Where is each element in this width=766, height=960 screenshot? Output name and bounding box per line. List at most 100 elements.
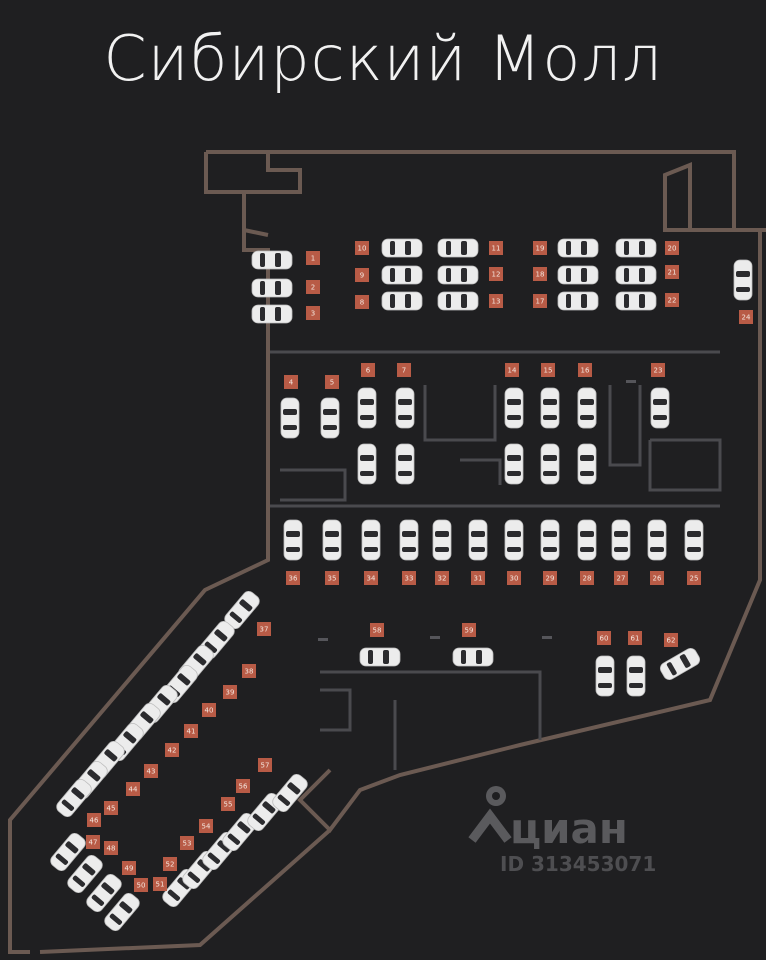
spot-number: 28 [583,575,592,583]
spot-number: 12 [492,271,501,279]
spot-number: 37 [260,626,269,634]
spot-label: 37 [257,622,271,636]
spot-label: 33 [402,571,416,585]
spot-number: 5 [330,379,334,387]
car-icon [283,519,303,561]
car-icon [557,291,599,311]
spot-number: 19 [536,245,545,253]
spot-number: 62 [667,637,676,645]
spot-label: 1 [306,251,320,265]
spot-label: 9 [355,268,369,282]
car-icon [251,250,293,270]
car-icon [437,291,479,311]
spot-label: 22 [665,293,679,307]
car-icon [67,854,103,894]
spot-number: 16 [581,367,590,375]
spot-number: 17 [536,298,545,306]
spot-number: 36 [289,575,298,583]
car-icon [595,655,615,697]
car-icon [615,238,657,258]
spot-label: 28 [580,571,594,585]
spot-number: 31 [474,575,483,583]
spot-number: 25 [690,575,699,583]
spot-label: 56 [236,779,250,793]
car-icon [395,387,415,429]
car-icon [647,519,667,561]
spot-label: 8 [355,295,369,309]
car-icon [361,519,381,561]
spot-number: 61 [631,635,640,643]
spot-label: 20 [665,241,679,255]
spot-label: 61 [628,631,642,645]
car-icon [381,265,423,285]
spot-number: 54 [202,823,211,831]
spot-label: 3 [306,306,320,320]
car-icon [452,647,494,667]
car-icon [224,590,260,630]
spot-number: 32 [438,575,447,583]
spot-label: 43 [144,764,158,778]
spot-number: 34 [367,575,376,583]
car-icon [557,238,599,258]
spot-label: 24 [739,310,753,324]
car-icon [272,773,308,813]
spot-label: 2 [306,280,320,294]
car-icon [540,519,560,561]
spot-label: 55 [221,797,235,811]
car-icon [280,397,300,439]
spot-number: 27 [617,575,626,583]
spot-number: 1 [311,255,315,263]
car-icon [359,647,401,667]
spot-number: 13 [492,298,501,306]
spot-label: 53 [180,836,194,850]
spot-label: 59 [462,623,476,637]
spot-label: 23 [651,363,665,377]
spot-number: 47 [89,839,98,847]
spot-label: 50 [134,878,148,892]
spot-label: 31 [471,571,485,585]
spot-number: 7 [402,367,406,375]
car-icon [104,892,140,932]
spot-number: 57 [261,762,270,770]
spot-label: 17 [533,294,547,308]
car-icon [659,648,701,680]
spot-number: 6 [366,367,371,375]
spot-label: 30 [507,571,521,585]
car-icon [684,519,704,561]
spot-label: 49 [122,861,136,875]
car-icon [615,265,657,285]
spot-label: 21 [665,265,679,279]
spot-label: 13 [489,294,503,308]
car-icon [357,387,377,429]
car-icon [50,832,86,872]
car-icon [432,519,452,561]
car-icon [504,387,524,429]
spot-number: 10 [358,245,367,253]
spot-number: 21 [668,269,677,277]
car-icon [395,443,415,485]
spot-label: 18 [533,267,547,281]
spot-number: 35 [328,575,337,583]
watermark-id: ID 313453071 [500,852,657,876]
car-icon [399,519,419,561]
spot-number: 53 [183,840,192,848]
spot-label: 34 [364,571,378,585]
spot-label: 12 [489,267,503,281]
spot-label: 46 [87,813,101,827]
spot-label: 19 [533,241,547,255]
spot-number: 14 [508,367,517,375]
spot-number: 59 [465,627,474,635]
spot-label: 40 [202,703,216,717]
spot-number: 45 [107,805,116,813]
spot-number: 38 [245,668,254,676]
spot-number: 9 [360,272,364,280]
car-icon [611,519,631,561]
car-icon [504,443,524,485]
spot-label: 51 [153,877,167,891]
spot-number: 60 [600,635,609,643]
spot-number: 29 [546,575,555,583]
spot-label: 29 [543,571,557,585]
car-icon [626,655,646,697]
spot-number: 8 [360,299,364,307]
